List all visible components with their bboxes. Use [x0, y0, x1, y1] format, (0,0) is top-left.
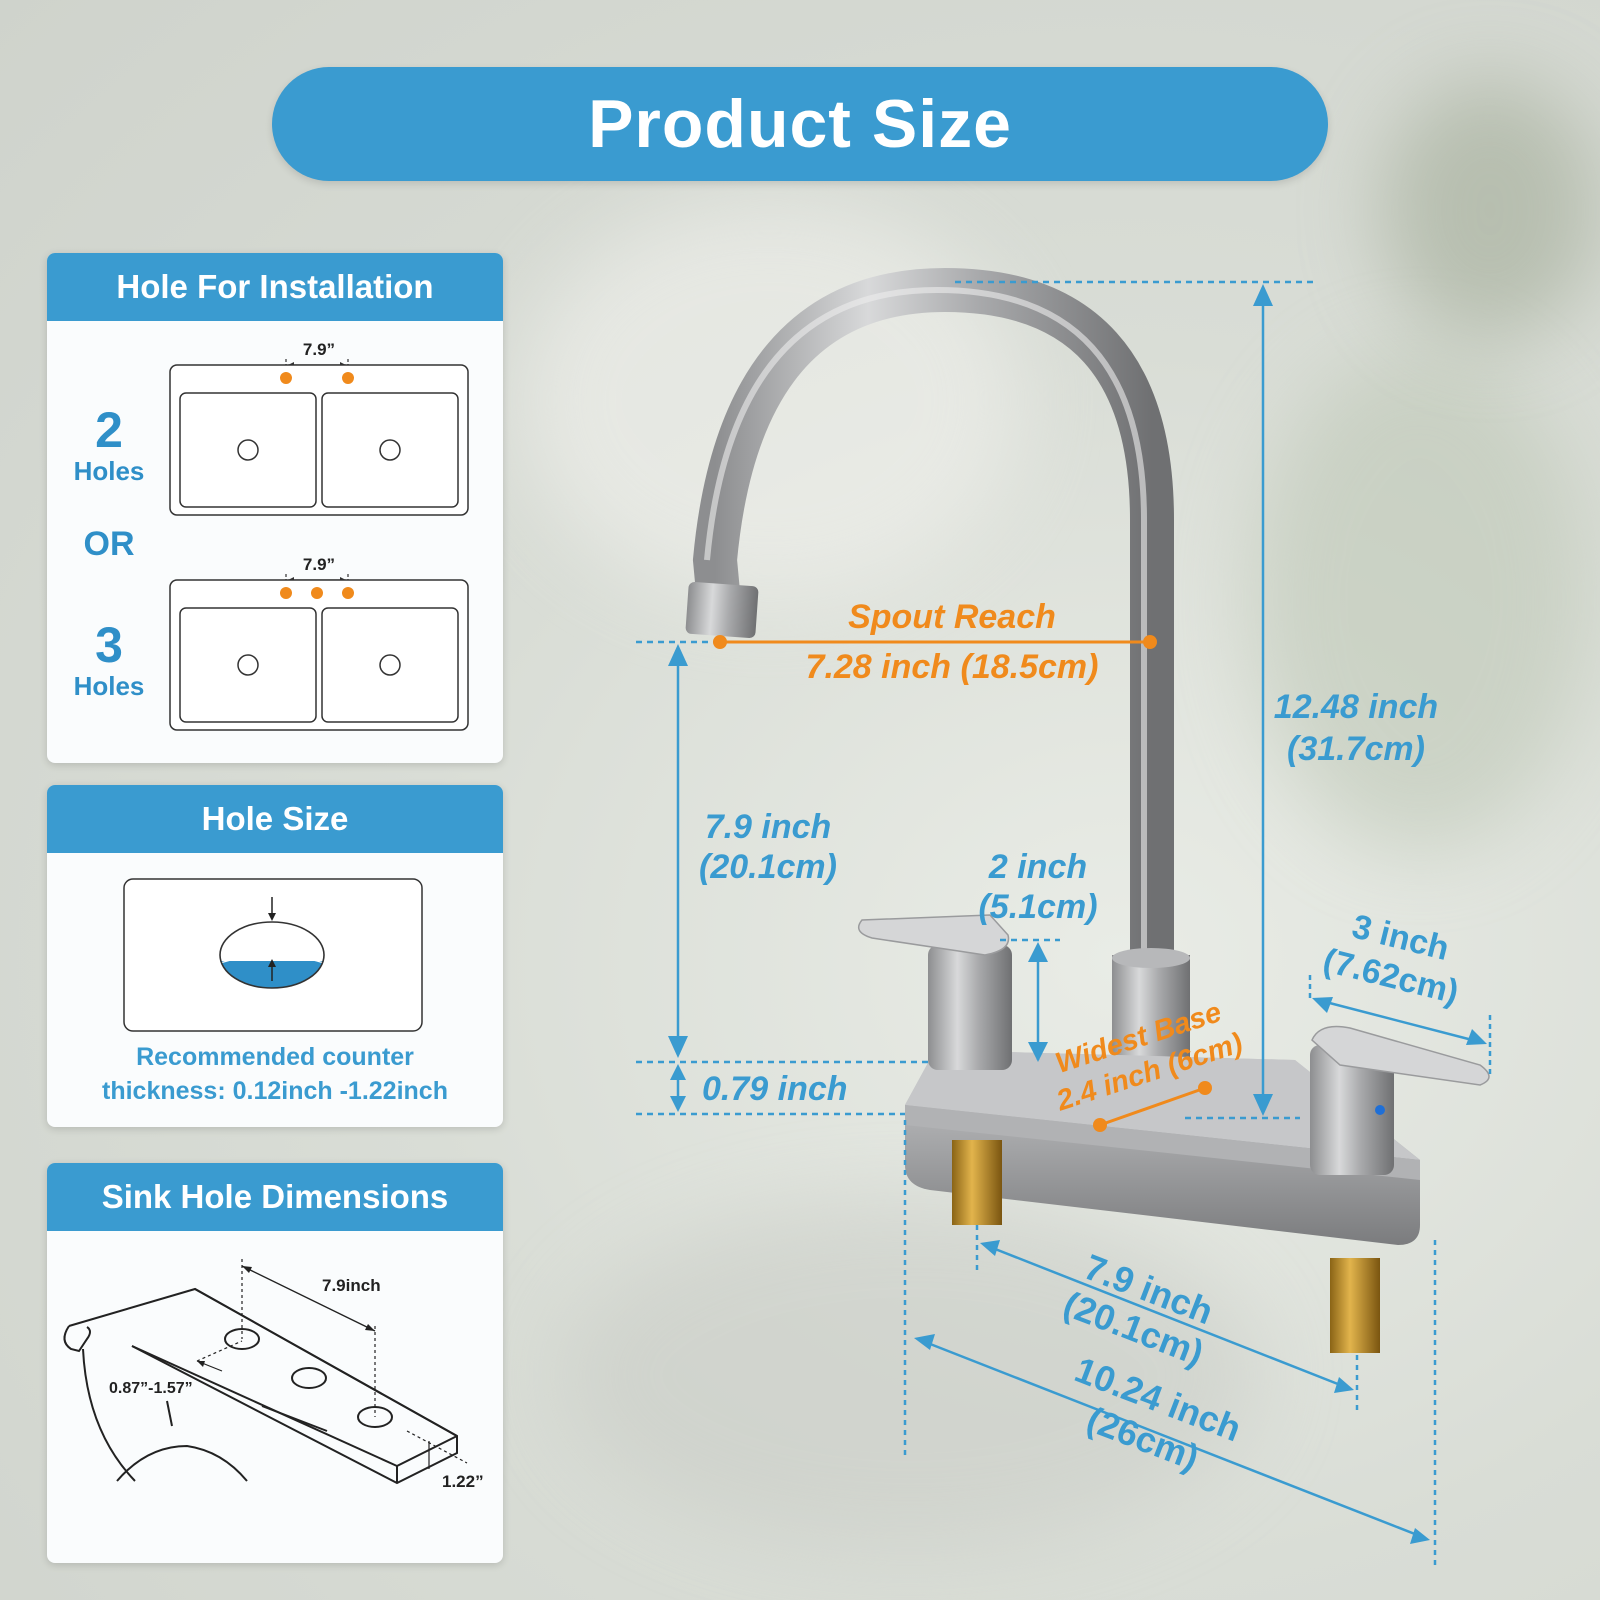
installation-header: Hole For Installation	[47, 253, 503, 321]
handle-height-inch: 2 inch	[988, 848, 1087, 886]
sink-hole-header: Sink Hole Dimensions	[47, 1163, 503, 1231]
background-blur	[1380, 80, 1600, 340]
spout-reach-label: Spout Reach	[848, 598, 1056, 636]
base-height-label: 0.79 inch	[702, 1070, 848, 1108]
sink-hole-edge-label: 0.87”-1.57”	[109, 1380, 193, 1397]
three-hole-spacing-label: 7.9”	[303, 555, 335, 574]
spout-height-inch: 7.9 inch	[705, 808, 832, 846]
background-blur	[1250, 350, 1590, 850]
sink-hole-spacing-label: 7.9inch	[322, 1276, 381, 1295]
two-hole-spacing-label: 7.9”	[303, 340, 335, 359]
left-shank	[952, 1140, 1002, 1225]
sink-hole-diagram: 7.9inch 0.87”-1.57” 1.22”	[63, 1259, 484, 1491]
right-handle-lever	[1311, 1025, 1490, 1086]
cold-indicator	[1375, 1105, 1385, 1115]
right-shank	[1330, 1258, 1380, 1353]
left-handle-lever	[857, 914, 1010, 956]
title-banner: Product Size	[272, 67, 1328, 181]
three-hole-sink-diagram: 7.9”	[169, 555, 469, 731]
spout-reach-value: 7.28 inch (18.5cm)	[806, 648, 1099, 686]
handle-height-cm: (5.1cm)	[978, 888, 1097, 926]
three-holes-label: Holes	[73, 671, 145, 701]
background-blur	[560, 1200, 1260, 1550]
total-height-inch: 12.48 inch	[1274, 688, 1438, 726]
page-title: Product Size	[588, 86, 1012, 162]
spout-height-cm: (20.1cm)	[699, 848, 837, 886]
or-separator: OR	[83, 525, 135, 563]
two-holes-number: 2	[95, 402, 123, 458]
total-height-cm: (31.7cm)	[1287, 730, 1425, 768]
right-handle-body	[1310, 1045, 1394, 1175]
two-hole-sink-diagram: 7.9”	[169, 340, 469, 516]
sink-hole-thickness-label: 1.22”	[442, 1472, 484, 1491]
three-holes-number: 3	[95, 617, 123, 673]
two-holes-label: Holes	[73, 456, 145, 486]
hole-size-header: Hole Size	[47, 785, 503, 853]
thickness-note-line2: thickness: 0.12inch -1.22inch	[102, 1077, 448, 1105]
thickness-note-line1: Recommended counter	[136, 1043, 414, 1071]
hole-size-panel: Hole Size Recommended counter thickness:…	[47, 785, 503, 1127]
hole-size-diagram	[123, 878, 423, 1032]
installation-panel: Hole For Installation 2 Holes OR 3 Holes…	[47, 253, 503, 763]
sink-hole-panel: Sink Hole Dimensions 7.9inch 0.87”-1.57”…	[47, 1163, 503, 1563]
left-handle-body	[928, 945, 1012, 1070]
spout-aerator	[685, 582, 759, 638]
